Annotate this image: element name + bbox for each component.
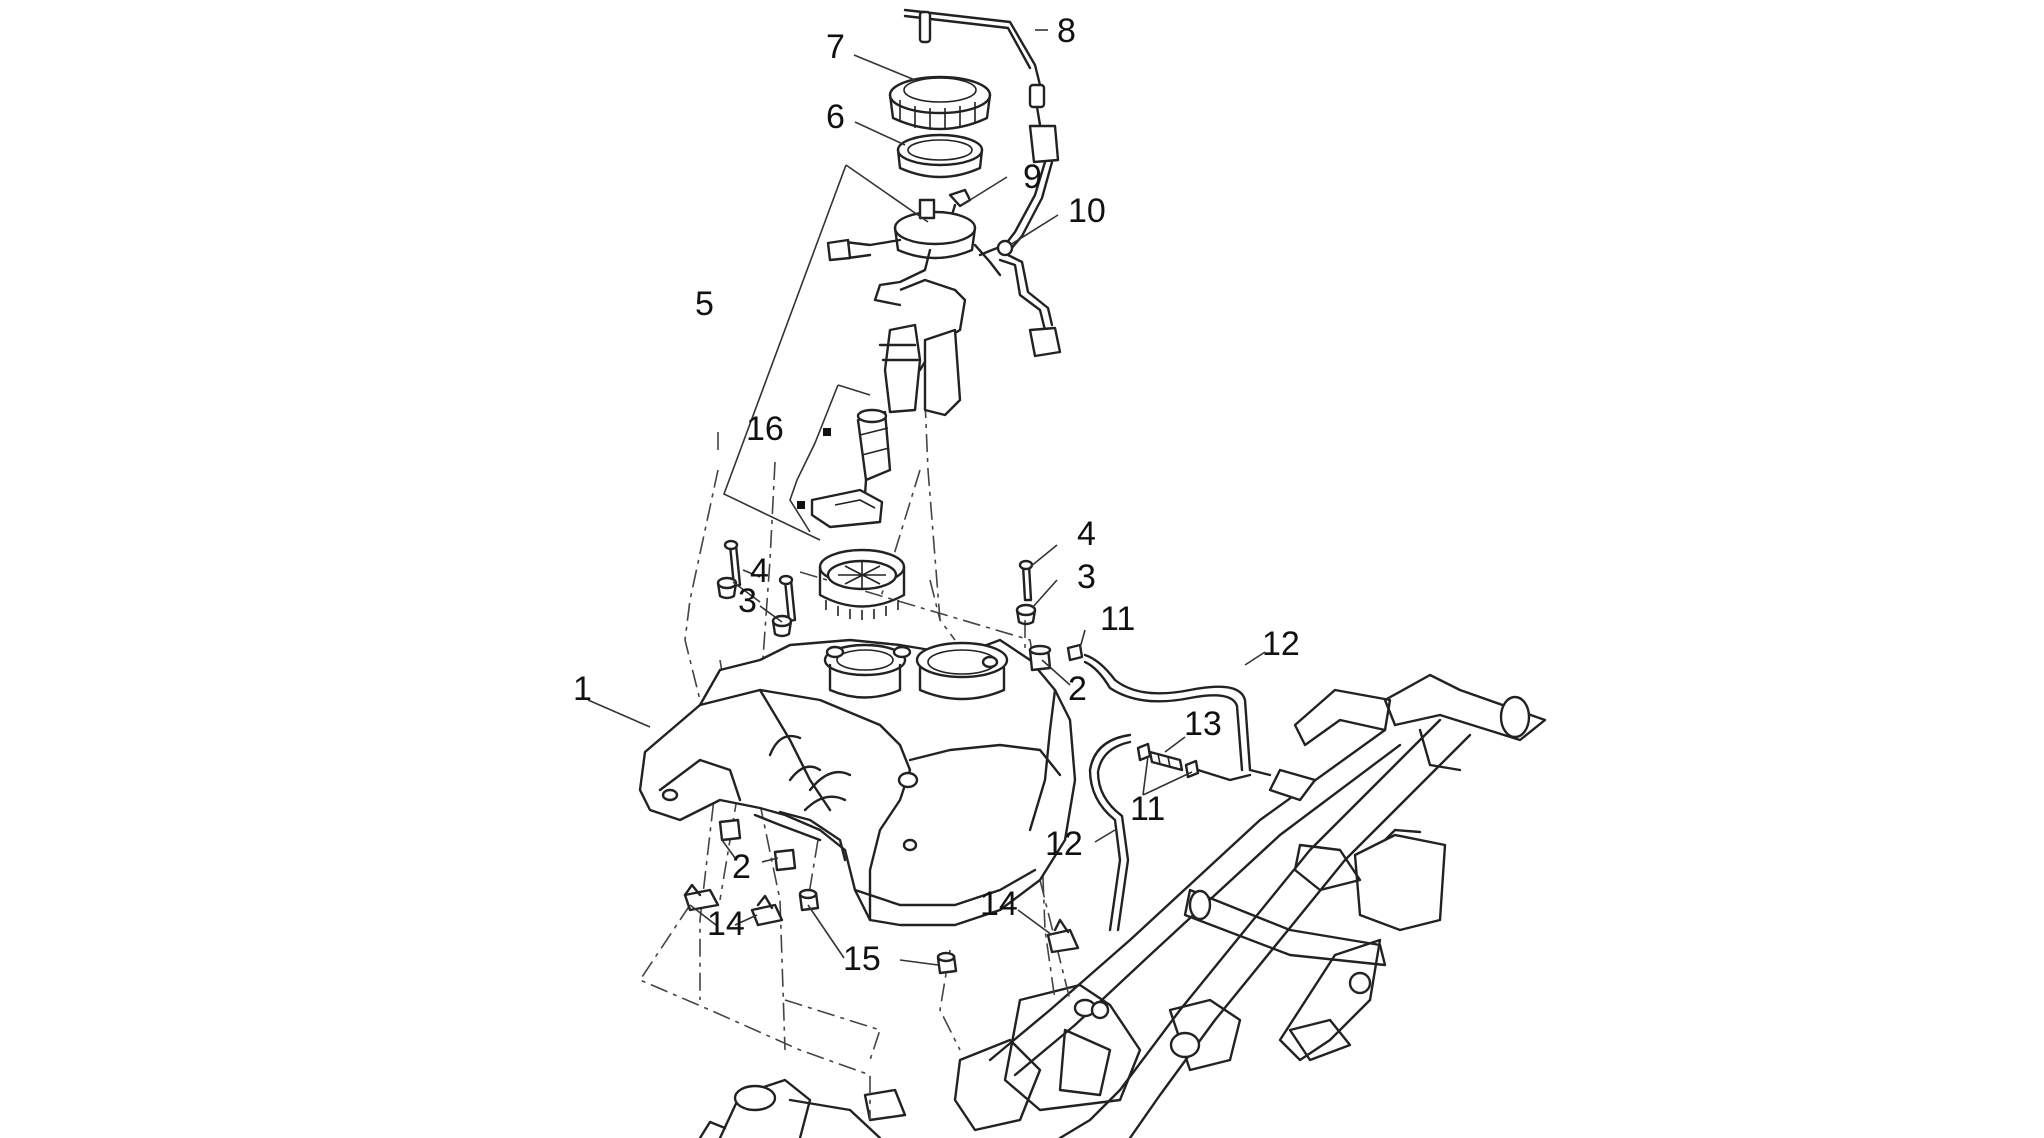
callout-2-left: 2 [732, 848, 751, 886]
callout-3-left: 3 [738, 582, 757, 620]
part-2-grommets [718, 644, 1052, 872]
callout-numbers: 8 7 6 9 10 5 16 4 3 11 12 4 3 2 1 13 11 … [573, 12, 1300, 978]
part-3-4-fasteners [716, 539, 1037, 638]
part-5-bracket [722, 164, 929, 541]
tank-cap [818, 548, 906, 620]
callout-2-right: 2 [1068, 670, 1087, 708]
callout-12-top: 12 [1262, 625, 1300, 663]
callout-14-right: 14 [980, 885, 1018, 923]
callout-11-bottom: 11 [1130, 790, 1165, 828]
part-8-vent-hose [903, 8, 1060, 164]
callout-3-right: 3 [1077, 558, 1096, 596]
callout-4-right: 4 [1077, 515, 1096, 553]
callout-5: 5 [695, 285, 714, 323]
callout-14-left: 14 [707, 905, 745, 943]
callout-16: 16 [746, 410, 784, 448]
part-1-fuel-tank [638, 638, 1077, 927]
part-16-bracket [789, 384, 871, 533]
part-7-ring-nut [888, 75, 992, 131]
callout-11-top: 11 [1100, 600, 1135, 638]
callout-9: 9 [1023, 158, 1042, 196]
leader-lines [587, 29, 1266, 966]
part-11-clamps [1066, 643, 1200, 779]
part-5-fuel-pump-assembly [810, 198, 1002, 529]
callout-8: 8 [1057, 12, 1076, 50]
part-10-harness [978, 160, 1062, 358]
callout-7: 7 [826, 28, 845, 66]
part-12-hose [1083, 653, 1317, 932]
frame [698, 673, 1547, 1138]
callout-15: 15 [843, 940, 881, 978]
part-15-pads [798, 888, 958, 975]
callout-1: 1 [573, 670, 592, 708]
callout-12-bottom: 12 [1045, 825, 1083, 863]
marker-square [797, 501, 805, 509]
callout-4-left: 4 [750, 552, 769, 590]
part-14-brackets [683, 883, 1080, 954]
callout-6: 6 [826, 98, 845, 136]
marker-square [823, 428, 831, 436]
part-6-gasket [896, 133, 984, 179]
callout-13: 13 [1184, 705, 1222, 743]
callout-10: 10 [1068, 192, 1106, 230]
